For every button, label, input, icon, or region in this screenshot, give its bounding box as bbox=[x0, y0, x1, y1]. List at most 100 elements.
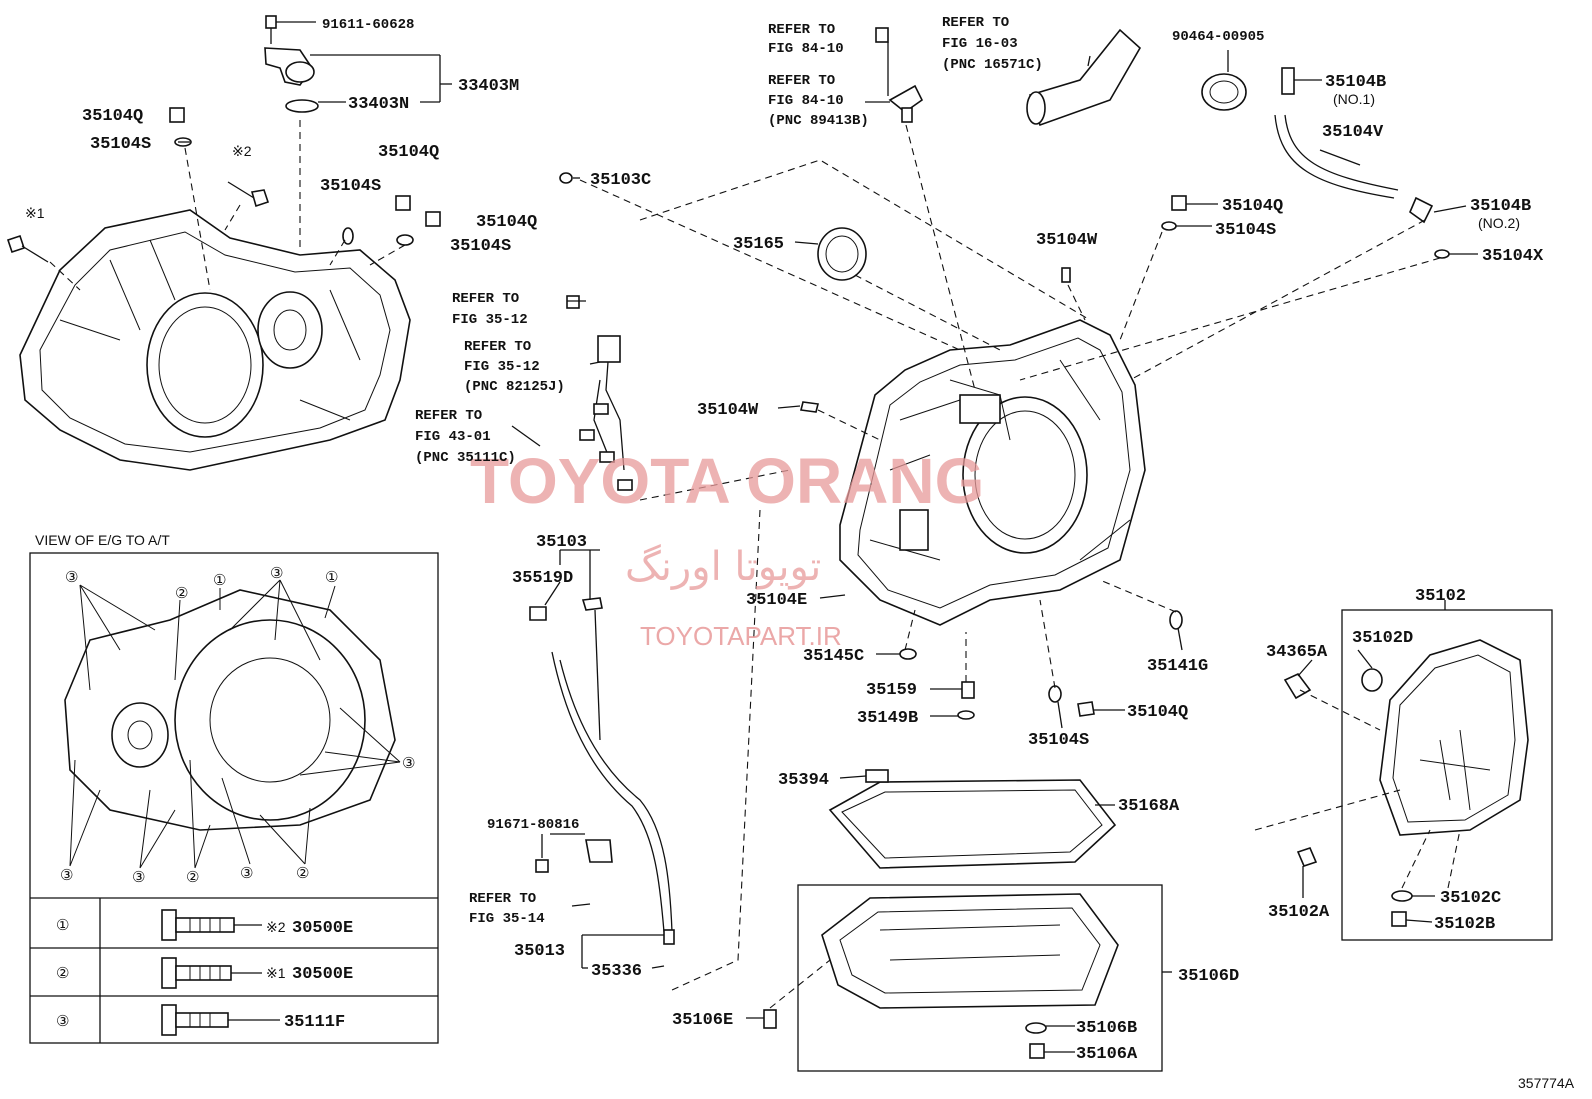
callout-2: ② bbox=[175, 585, 188, 602]
label-35159: 35159 bbox=[866, 681, 917, 700]
watermark: TOYOTA ORANG تویوتا اورنگ TOYOTAPART.IR bbox=[470, 445, 984, 651]
label-35103: 35103 bbox=[536, 533, 587, 552]
ref-fig-16-03-line2: FIG 16-03 bbox=[942, 36, 1018, 52]
converter-housing bbox=[19, 209, 411, 471]
label-35104q: 35104Q bbox=[378, 143, 439, 162]
label-35104e: 35104E bbox=[746, 591, 807, 610]
label-35102: 35102 bbox=[1415, 587, 1466, 606]
label-35106d: 35106D bbox=[1178, 967, 1239, 986]
label-35104s: 35104S bbox=[450, 237, 511, 256]
sensor-89413b bbox=[875, 27, 924, 123]
label-35104s: 35104S bbox=[90, 135, 151, 154]
bolt-icon-long bbox=[161, 909, 262, 941]
transaxle-case bbox=[839, 319, 1146, 626]
ref-fig-84-10-line1: REFER TO bbox=[768, 73, 835, 89]
table-index-3: ③ bbox=[56, 1013, 69, 1030]
label-35149b: 35149B bbox=[857, 709, 918, 728]
ref-fig-16-03-line3: (PNC 16571C) bbox=[942, 57, 1043, 73]
oil-pan-group-box bbox=[797, 884, 1163, 1072]
label-35145c: 35145C bbox=[803, 647, 864, 666]
label-35104q: 35104Q bbox=[82, 107, 143, 126]
small-parts-center bbox=[559, 172, 1450, 720]
bolt-icon-medium bbox=[161, 957, 262, 989]
label-35104w: 35104W bbox=[697, 401, 759, 420]
label-35104b: 35104B bbox=[1470, 197, 1531, 216]
table-mark-1: ※2 bbox=[266, 919, 286, 935]
label-35102d: 35102D bbox=[1352, 629, 1413, 648]
callout-2: ② bbox=[186, 869, 199, 886]
label-35102b: 35102B bbox=[1434, 915, 1495, 934]
dashed-leaders bbox=[49, 120, 1461, 1009]
watermark-persian: تویوتا اورنگ bbox=[625, 544, 821, 590]
oil-seal-35165 bbox=[817, 227, 867, 281]
ref-fig-84-10-line2: FIG 84-10 bbox=[768, 41, 844, 57]
label-35141g: 35141G bbox=[1147, 657, 1208, 676]
clip-90464 bbox=[1201, 73, 1247, 111]
table-part-1: 30500E bbox=[292, 919, 353, 938]
label-33403n: 33403N bbox=[348, 95, 409, 114]
ref-fig-84-10-line2: FIG 84-10 bbox=[768, 93, 844, 109]
label-35106e: 35106E bbox=[672, 1011, 733, 1030]
label-no1: (NO.1) bbox=[1333, 91, 1375, 107]
callout-3: ③ bbox=[240, 865, 253, 882]
rear-cover-group-box bbox=[1341, 609, 1553, 941]
callout-3: ③ bbox=[65, 569, 78, 586]
callout-3: ③ bbox=[402, 755, 415, 772]
table-part-3: 35111F bbox=[284, 1013, 345, 1032]
bolt-icon-short bbox=[161, 1004, 280, 1036]
ref-fig-84-10-line3: (PNC 89413B) bbox=[768, 113, 869, 129]
ref-fig-35-12-line3: (PNC 82125J) bbox=[464, 379, 565, 395]
rear-cover-35102 bbox=[1283, 639, 1529, 927]
label-35519d: 35519D bbox=[512, 569, 573, 588]
callout-1: ① bbox=[213, 572, 226, 589]
ref-fig-35-14-line2: FIG 35-14 bbox=[469, 911, 545, 927]
ref-fig-35-12-line2: FIG 35-12 bbox=[452, 312, 528, 328]
ref-fig-84-10-line1: REFER TO bbox=[768, 22, 835, 38]
ref-fig-35-12-line2: FIG 35-12 bbox=[464, 359, 540, 375]
label-35104x: 35104X bbox=[1482, 247, 1544, 266]
table-index-1: ① bbox=[56, 917, 69, 934]
ref-fig-35-12-line1: REFER TO bbox=[452, 291, 519, 307]
part-labels: 91611-60628 33403M 33403N 35104Q 35104S … bbox=[25, 15, 1575, 1091]
vent-hose-35104v bbox=[1274, 67, 1434, 224]
label-35104v: 35104V bbox=[1322, 123, 1384, 142]
label-91611-60628: 91611-60628 bbox=[322, 17, 414, 33]
oil-pan-gasket bbox=[828, 769, 1117, 869]
ref-fig-43-01-line2: FIG 43-01 bbox=[415, 429, 491, 445]
label-91671-80816: 91671-80816 bbox=[487, 817, 579, 833]
small-plugs-left bbox=[169, 107, 441, 246]
table-mark-2: ※1 bbox=[266, 965, 286, 981]
label-35104s: 35104S bbox=[1028, 731, 1089, 750]
label-33403m: 33403M bbox=[458, 77, 519, 96]
label-35104s: 35104S bbox=[1215, 221, 1276, 240]
inset-housing bbox=[64, 589, 396, 831]
ref-fig-16-03-line1: REFER TO bbox=[942, 15, 1009, 31]
table-index-2: ② bbox=[56, 965, 69, 982]
watermark-site: TOYOTAPART.IR bbox=[640, 621, 842, 651]
watermark-brand: TOYOTA ORANG bbox=[470, 445, 984, 517]
label-mark1: ※1 bbox=[25, 205, 45, 221]
dipstick-tube bbox=[529, 597, 675, 945]
label-35103c: 35103C bbox=[590, 171, 651, 190]
bolt-mark2 bbox=[227, 181, 270, 208]
ref-fig-43-01-line3: (PNC 35111C) bbox=[415, 450, 516, 466]
inset-table: ① ② ③ ※2 30500E ※1 30500E 35111F bbox=[56, 909, 353, 1036]
label-35165: 35165 bbox=[733, 235, 784, 254]
figure-id: 357774A bbox=[1518, 1075, 1575, 1091]
inset-title: VIEW OF E/G TO A/T bbox=[35, 532, 170, 548]
label-35104b: 35104B bbox=[1325, 73, 1386, 92]
label-35106b: 35106B bbox=[1076, 1019, 1137, 1038]
label-35102c: 35102C bbox=[1440, 889, 1501, 908]
label-35104s: 35104S bbox=[320, 177, 381, 196]
oil-pan-35106d bbox=[763, 893, 1119, 1059]
label-35104q: 35104Q bbox=[1222, 197, 1283, 216]
callout-2: ② bbox=[296, 865, 309, 882]
label-35104w: 35104W bbox=[1036, 231, 1098, 250]
callout-3: ③ bbox=[60, 867, 73, 884]
label-90464-00905: 90464-00905 bbox=[1172, 29, 1264, 45]
label-35168a: 35168A bbox=[1118, 797, 1180, 816]
ref-fig-35-14-line1: REFER TO bbox=[469, 891, 536, 907]
bolt-mark1 bbox=[6, 234, 49, 263]
label-no2: (NO.2) bbox=[1478, 215, 1520, 231]
